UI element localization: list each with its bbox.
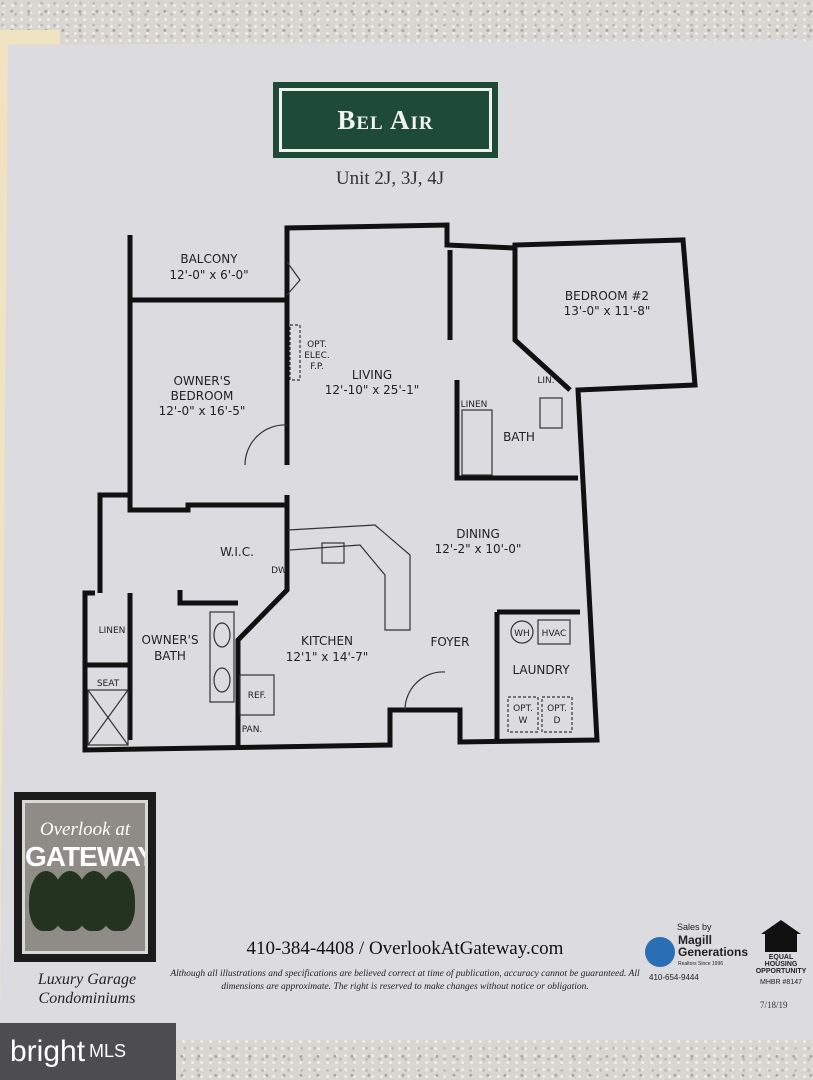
fireplace-label-1: OPT. <box>307 340 327 350</box>
laundry-label: LAUNDRY <box>512 663 570 677</box>
print-date: 7/18/19 <box>760 1000 788 1010</box>
lin-label: LIN. <box>537 376 554 386</box>
tagline: Luxury Garage Condominiums <box>12 970 162 1008</box>
opt-washer-label-1: OPT. <box>513 704 533 714</box>
logo-line-2: GATEWAY <box>25 841 148 872</box>
sales-by: Sales by <box>677 922 712 932</box>
linen-label: LINEN <box>461 400 488 410</box>
owners-bedroom-label-1: OWNER'S <box>173 374 230 388</box>
watermark-suffix: MLS <box>89 1041 127 1061</box>
plan-title: Bel Air <box>279 88 492 152</box>
magill-generations-logo: Sales by Magill Generations Realtors Sin… <box>645 922 755 982</box>
wic-label: W.I.C. <box>220 545 254 559</box>
living-label: LIVING <box>352 368 392 382</box>
magill-swoosh-icon <box>645 937 675 967</box>
owners-linen-label: LINEN <box>99 626 126 636</box>
pantry-label: PAN. <box>242 725 263 735</box>
unit-numbers: Unit 2J, 3J, 4J <box>335 168 445 189</box>
tagline-2: Condominiums <box>38 990 136 1007</box>
kitchen-dims: 12'1" x 14'-7" <box>286 650 369 664</box>
sales-phone: 410-654-9444 <box>649 973 699 982</box>
fixtures <box>87 261 573 746</box>
opt-dryer-label-1: OPT. <box>547 704 567 714</box>
sales-sub: Realtors Since 1996 <box>678 961 724 967</box>
disclaimer: Although all illustrations and specifica… <box>170 969 640 992</box>
title-badge: Bel Air <box>273 82 498 158</box>
watermark-brand: bright <box>10 1034 86 1068</box>
kitchen-label: KITCHEN <box>301 634 353 648</box>
bath-label: BATH <box>503 430 535 444</box>
refrigerator-label: REF. <box>248 691 267 701</box>
eho-text: EQUAL HOUSING OPPORTUNITY <box>755 954 807 975</box>
bedroom2-dims: 13'-0" x 11'-8" <box>564 304 651 318</box>
walls <box>82 222 698 753</box>
balcony-label: BALCONY <box>180 252 238 266</box>
overlook-gateway-logo: Overlook at GATEWAY <box>14 792 156 962</box>
contact-info: 410-384-4408 / OverlookAtGateway.com <box>246 938 564 959</box>
sales-company-2: Generations <box>678 945 749 959</box>
tree-icon <box>101 871 135 931</box>
owners-bath-label-2: BATH <box>154 649 186 663</box>
hvac-label: HVAC <box>542 629 567 639</box>
seat-label: SEAT <box>97 679 120 689</box>
mhbr-number: MHBR #8147 <box>759 979 803 986</box>
living-dims: 12'-10" x 25'-1" <box>325 383 419 397</box>
dishwasher-label: DW <box>271 566 287 576</box>
balcony-dims: 12'-0" x 6'-0" <box>169 268 248 282</box>
opt-washer-label-2: W <box>519 716 528 726</box>
tagline-1: Luxury Garage <box>37 971 137 988</box>
owners-bedroom-dims: 12'-0" x 16'-5" <box>159 404 246 418</box>
dining-label: DINING <box>456 527 500 541</box>
fireplace-label-2: ELEC. <box>304 351 330 361</box>
water-heater-label: WH <box>514 629 530 639</box>
logo-line-1: Overlook at <box>39 819 131 840</box>
house-icon <box>761 920 801 934</box>
owners-bedroom-label-2: BEDROOM <box>171 389 234 403</box>
owners-bath-label-1: OWNER'S <box>141 633 198 647</box>
dining-dims: 12'-2" x 10'-0" <box>435 542 522 556</box>
opt-dryer-label-2: D <box>554 716 561 726</box>
equal-housing-logo: EQUAL HOUSING OPPORTUNITY MHBR #8147 <box>752 920 810 986</box>
foyer-label: FOYER <box>431 635 470 649</box>
fireplace-label-3: F.P. <box>310 362 323 372</box>
bedroom2-label: BEDROOM #2 <box>565 289 649 303</box>
sales-company-1: Magill <box>678 933 713 947</box>
